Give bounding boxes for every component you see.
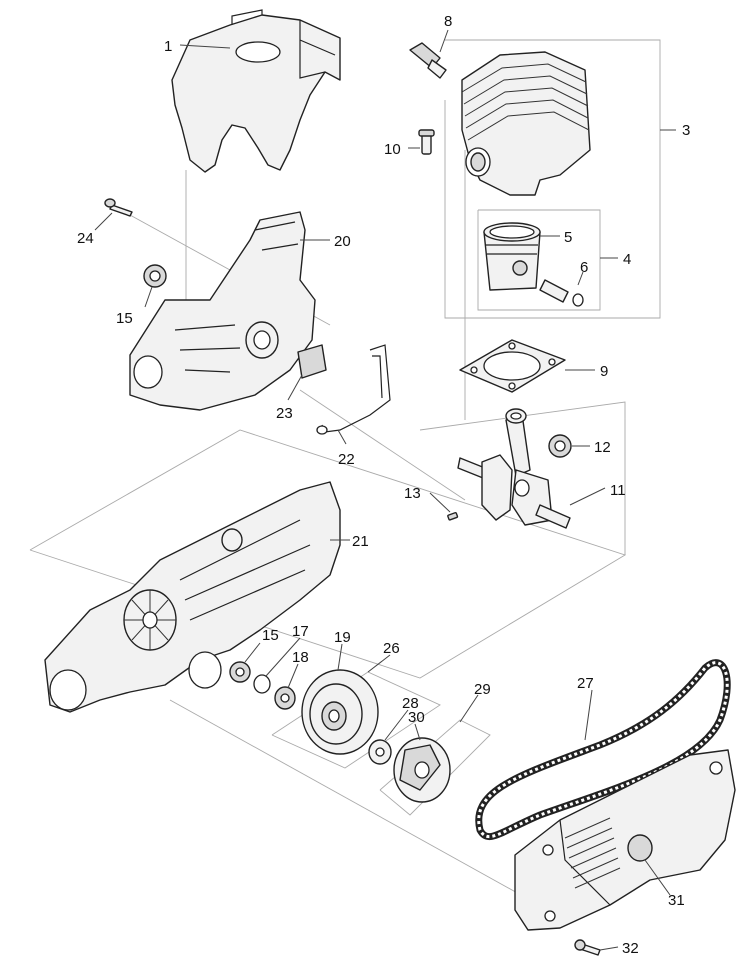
label-11: 11 [610, 482, 626, 499]
assembly-guide-lines [29, 39, 661, 901]
part-6-piston-pin [539, 279, 584, 307]
label-13: 13 [404, 485, 421, 502]
label-15-lower: 15 [262, 627, 279, 644]
part-10-screw [418, 129, 435, 155]
label-4: 4 [623, 251, 631, 268]
part-9-gasket [459, 339, 566, 393]
label-8: 8 [444, 13, 452, 30]
label-18: 18 [292, 649, 309, 666]
part-11-crankshaft [457, 408, 571, 529]
label-30: 30 [408, 709, 425, 726]
part-17-circlip [253, 674, 271, 694]
part-19-clutch-drum [301, 669, 379, 755]
part-22-gasket [316, 344, 391, 435]
label-5: 5 [564, 229, 572, 246]
part-8-valve [409, 42, 447, 79]
leader-lines [94, 29, 676, 951]
label-27: 27 [577, 675, 594, 692]
label-17: 17 [292, 623, 309, 640]
part-32-screw [574, 939, 601, 956]
label-32: 32 [622, 940, 639, 957]
part-31-belt-guard [514, 749, 736, 931]
label-22: 22 [338, 451, 355, 468]
label-10: 10 [384, 141, 401, 158]
label-26: 26 [383, 640, 400, 657]
label-21: 21 [352, 533, 369, 550]
part-1-top-cover [171, 9, 341, 173]
label-19: 19 [334, 629, 351, 646]
label-6: 6 [580, 259, 588, 276]
part-18-washer [274, 686, 296, 710]
label-12: 12 [594, 439, 611, 456]
part-30-clutch [393, 737, 451, 803]
label-3: 3 [682, 122, 690, 139]
part-12-bearing [548, 434, 572, 458]
part-27-drive-belt [475, 659, 731, 841]
label-1: 1 [164, 38, 172, 55]
part-13-key [447, 511, 459, 521]
label-31: 31 [668, 892, 685, 909]
label-15-upper: 15 [116, 310, 133, 327]
part-24-bolt [104, 198, 133, 217]
part-3-cylinder [461, 51, 591, 196]
part-5-piston [483, 222, 541, 291]
label-9: 9 [600, 363, 608, 380]
part-20-crankcase [129, 211, 316, 411]
label-20: 20 [334, 233, 351, 250]
part-28-washer [368, 739, 392, 765]
part-21-arm-housing [44, 481, 341, 713]
label-23: 23 [276, 405, 293, 422]
label-24: 24 [77, 230, 94, 247]
label-28: 28 [402, 695, 419, 712]
label-29: 29 [474, 681, 491, 698]
part-23-bracket [297, 344, 327, 379]
part-15-seal-upper [143, 264, 167, 288]
callout-labels: 1 3 4 5 6 8 9 10 11 12 13 15 15 17 18 19… [77, 13, 690, 957]
part-15-seal-lower [229, 661, 251, 683]
